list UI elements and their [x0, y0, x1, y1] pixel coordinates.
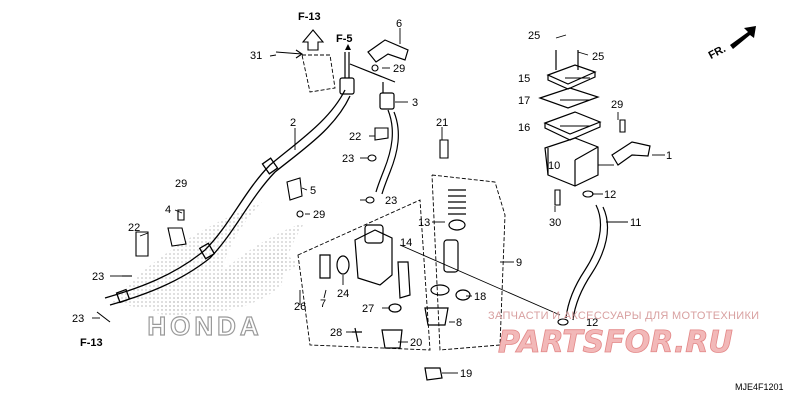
- callout-4: 4: [165, 204, 171, 216]
- master-cylinder-outline: [297, 174, 506, 351]
- ref-f13-bottom: F-13: [80, 337, 103, 349]
- callout-13: 13: [418, 217, 430, 229]
- callout-24: 24: [337, 288, 349, 300]
- callout-25-a: 25: [528, 30, 540, 42]
- reservoir-assembly: [538, 50, 651, 187]
- ref-f13-top: F-13: [298, 11, 321, 23]
- callout-21: 21: [436, 117, 448, 129]
- up-arrow-icon: [301, 29, 325, 51]
- piston-kit: [352, 189, 471, 381]
- callout-9: 9: [516, 257, 522, 269]
- callout-22-a: 22: [349, 131, 361, 143]
- hardware: [96, 49, 626, 326]
- callout-8: 8: [456, 317, 462, 329]
- bracket-6: [367, 39, 409, 63]
- reference-labels: F-13 F-5 F-13 FR.: [80, 11, 728, 349]
- callout-30: 30: [549, 217, 561, 229]
- callout-29-c: 29: [313, 209, 325, 221]
- leader-lines: [92, 28, 665, 374]
- inset-outline: [301, 54, 336, 93]
- pointer-arrow-icon: [345, 44, 351, 50]
- hose-11: [565, 204, 609, 321]
- callout-12-lower: 12: [586, 317, 598, 329]
- callout-10: 10: [548, 160, 560, 172]
- callout-11: 11: [630, 217, 641, 229]
- honda-logo-text: HONDA: [147, 311, 262, 341]
- callout-12-upper: 12: [604, 189, 616, 201]
- callout-23-a: 23: [342, 153, 354, 165]
- callout-29-b: 29: [175, 178, 187, 190]
- callout-18: 18: [474, 291, 486, 303]
- callout-23-c: 23: [385, 195, 397, 207]
- callout-14: 14: [400, 237, 412, 249]
- callout-17: 17: [518, 95, 530, 107]
- pipe-3: [339, 52, 399, 195]
- callout-7: 7: [320, 298, 326, 310]
- callout-31: 31: [250, 50, 262, 62]
- hose-2: [104, 89, 351, 306]
- callout-19: 19: [460, 368, 472, 380]
- ref-arrows: [301, 26, 756, 51]
- callout-15: 15: [518, 73, 530, 85]
- callout-29-d: 29: [611, 99, 623, 111]
- callout-6: 6: [396, 18, 402, 30]
- callout-22-b: 22: [128, 222, 140, 234]
- ref-f5: F-5: [336, 33, 353, 45]
- callout-23-d: 23: [72, 313, 84, 325]
- callout-20: 20: [410, 337, 422, 349]
- callout-16: 16: [518, 122, 530, 134]
- watermark-subtitle: ЗАПЧАСТИ И АКСЕССУАРЫ ДЛЯ МОТОТЕХНИКИ: [488, 310, 759, 322]
- front-label: FR.: [707, 43, 728, 62]
- callout-23-b: 23: [92, 271, 104, 283]
- diagram-code: MJE4F1201: [735, 382, 784, 392]
- master-cylinder-body: [319, 224, 411, 299]
- callout-5: 5: [310, 185, 316, 197]
- callout-27: 27: [362, 303, 374, 315]
- callout-25-b: 25: [592, 51, 604, 63]
- callout-26: 26: [294, 301, 306, 313]
- callout-1: 1: [666, 150, 672, 162]
- callout-labels: 1 2 3 4 5 6 7 8 9 10 11 12 12 13 14 15 1…: [72, 18, 672, 380]
- front-arrow-icon: [730, 26, 756, 49]
- callout-29-a: 29: [393, 63, 405, 75]
- watermark-logo: PARTSFOR.RU: [498, 325, 733, 360]
- callout-2: 2: [290, 117, 296, 129]
- callout-3: 3: [412, 97, 418, 109]
- callout-28: 28: [330, 327, 342, 339]
